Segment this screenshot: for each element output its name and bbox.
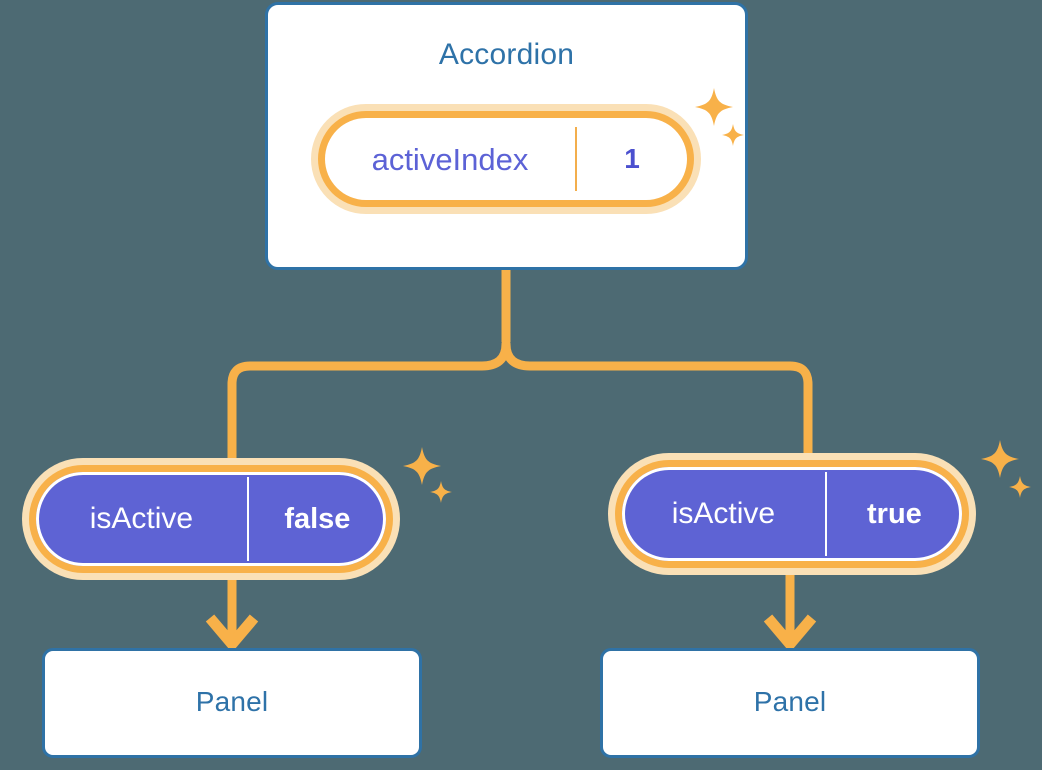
sparkle-small-icon	[430, 481, 452, 503]
activeIndex-pill[interactable]: activeIndex 1	[325, 118, 687, 200]
isActive-pill-left-value: false	[284, 502, 351, 535]
isActive-pill-right-divider	[824, 472, 827, 556]
sparkle-group-left-pill	[403, 447, 452, 503]
sparkle-small-icon	[1009, 476, 1031, 498]
isActive-pill-left[interactable]: isActive false	[36, 472, 386, 566]
sparkle-group-right-pill	[981, 440, 1031, 498]
activeIndex-pill-divider	[575, 127, 577, 191]
panel-card-right-title: Panel	[753, 686, 827, 717]
panel-card-left-title: Panel	[195, 686, 269, 717]
accordion-card-title: Accordion	[438, 38, 575, 71]
activeIndex-pill-value: 1	[624, 143, 640, 174]
isActive-pill-right-key: isActive	[671, 497, 776, 530]
activeIndex-pill-key: activeIndex	[371, 141, 529, 177]
isActive-pill-right-value: true	[867, 497, 922, 530]
sparkle-icon	[981, 440, 1019, 478]
arrow-down-icon-right	[763, 568, 817, 653]
isActive-pill-left-divider	[246, 477, 249, 561]
sparkle-icon	[403, 447, 441, 485]
panel-card-left[interactable]: Panel	[42, 648, 422, 758]
isActive-pill-right[interactable]: isActive true	[622, 467, 962, 561]
isActive-pill-left-key: isActive	[89, 502, 194, 535]
arrow-down-icon-left	[205, 572, 259, 653]
panel-card-right[interactable]: Panel	[600, 648, 980, 758]
